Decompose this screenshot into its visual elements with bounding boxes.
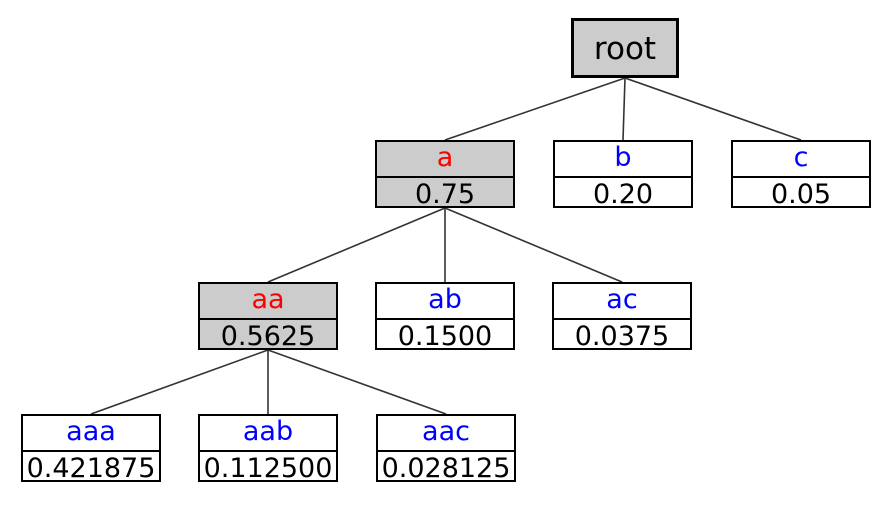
node-value-ab: 0.1500 — [377, 318, 513, 352]
node-label-root: root — [593, 31, 657, 67]
node-value-a: 0.75 — [377, 176, 513, 210]
node-value-b: 0.20 — [555, 176, 691, 210]
node-value-ac: 0.0375 — [554, 318, 690, 352]
node-label-aa: aa — [251, 284, 285, 315]
node-value-aac: 0.028125 — [378, 450, 514, 484]
node-label-a: a — [436, 142, 454, 173]
edge-root-to-a — [444, 77, 626, 141]
edge-aa-to-aac — [267, 349, 447, 415]
edge-a-to-ac — [444, 207, 623, 283]
node-label-b: b — [614, 142, 632, 173]
node-value-aab: 0.112500 — [200, 450, 336, 484]
node-label-ab: ab — [428, 284, 462, 315]
node-label-aab: aab — [242, 416, 294, 447]
node-label-ac: ac — [606, 284, 638, 315]
node-value-aaa: 0.421875 — [23, 450, 159, 484]
node-label-aac: aac — [422, 416, 470, 447]
edge-root-to-b — [622, 77, 626, 141]
tree-node-root[interactable]: root — [571, 18, 679, 78]
node-value-aa: 0.5625 — [200, 318, 336, 352]
edge-aa-to-aaa — [90, 349, 269, 415]
edge-root-to-c — [624, 77, 802, 141]
node-label-c: c — [793, 142, 809, 173]
node-value-c: 0.05 — [733, 176, 869, 210]
edge-a-to-aa — [267, 207, 446, 283]
node-label-aaa: aaa — [66, 416, 116, 447]
